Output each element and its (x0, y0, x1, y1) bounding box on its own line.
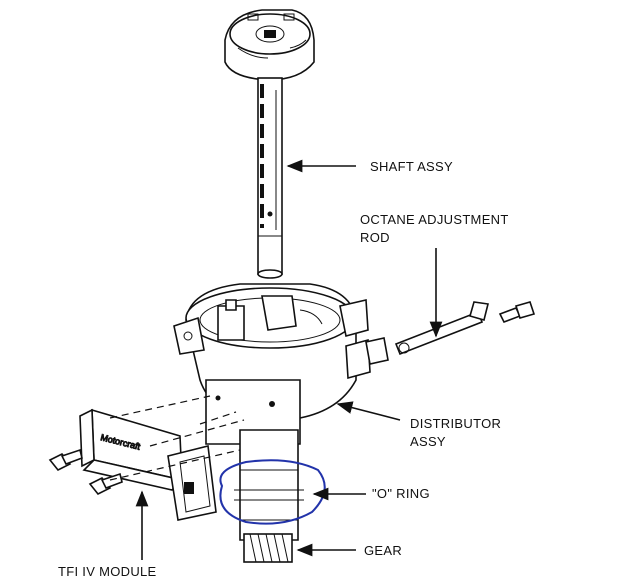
label-gear: GEAR (364, 543, 402, 558)
label-octane-line1: OCTANE ADJUSTMENT (360, 212, 509, 227)
tfi-module: Motorcraft (48, 408, 217, 521)
octane-rod (365, 301, 536, 365)
label-oring: "O" RING (372, 486, 430, 501)
label-distributor-line1: DISTRIBUTOR (410, 416, 501, 431)
gear (243, 533, 293, 563)
label-tfi-module: TFI IV MODULE (58, 564, 157, 579)
label-shaft-assy: SHAFT ASSY (370, 159, 453, 174)
shaft-assembly (224, 9, 315, 279)
distributor-housing (173, 283, 371, 541)
label-distributor-line2: ASSY (410, 434, 446, 449)
label-octane-line2: ROD (360, 230, 390, 245)
